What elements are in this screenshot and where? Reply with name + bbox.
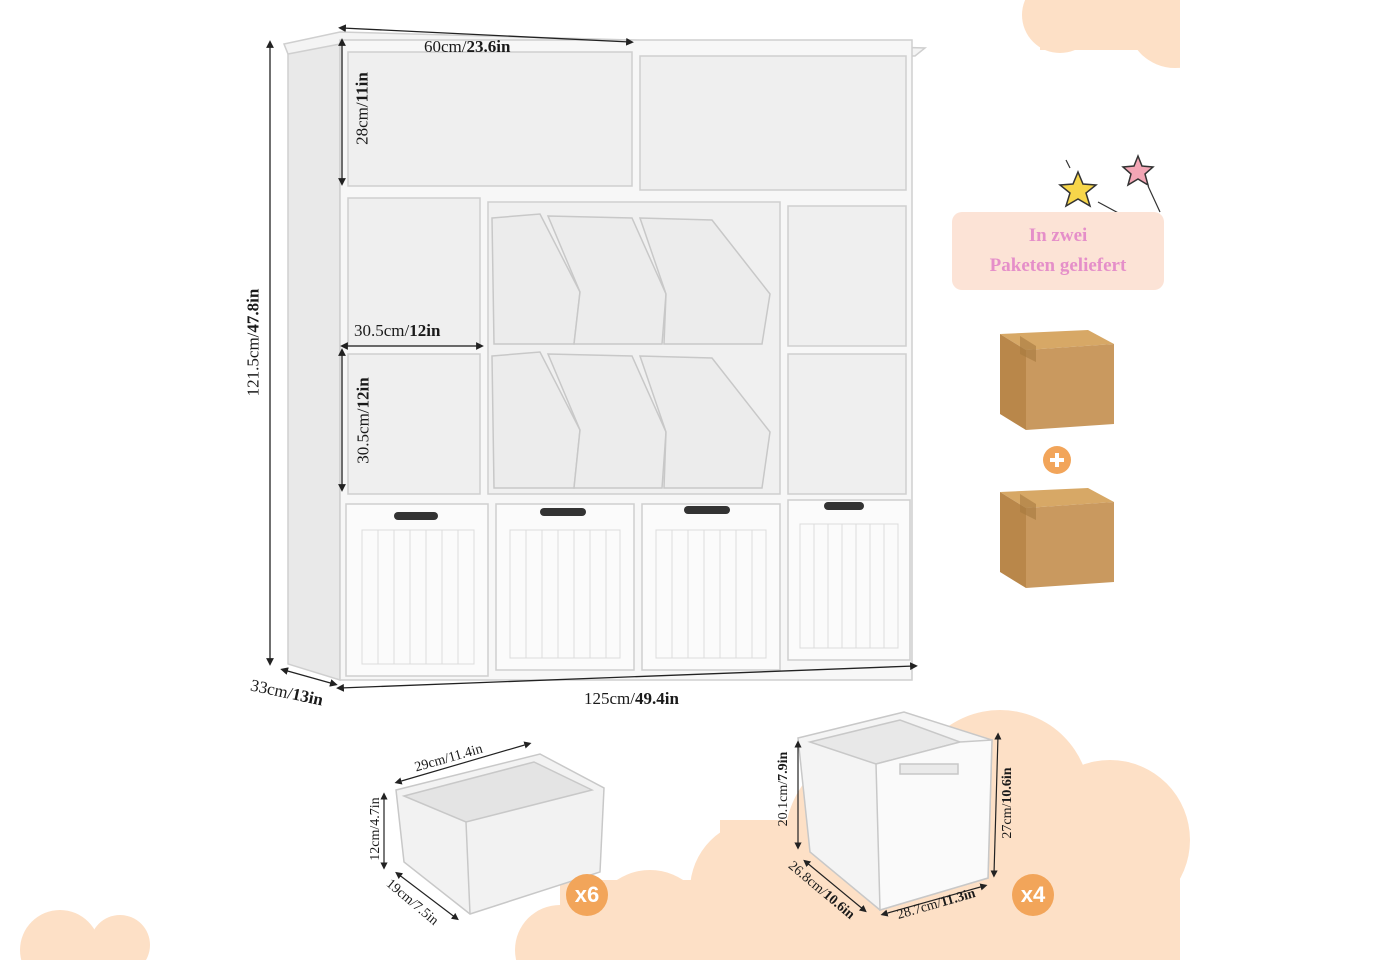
delivery-note-banner: In zwei Paketen geliefert — [952, 212, 1164, 290]
bin-quantity-badge: x6 — [566, 874, 608, 916]
cube-width-label: 30.5cm/12in — [354, 321, 441, 340]
bin-height-label: 12cm/4.7in — [368, 797, 383, 861]
shelf-bins — [491, 213, 771, 489]
cardboard-box-icon — [1000, 488, 1114, 588]
plus-icon — [1043, 446, 1071, 474]
delivery-note-line-1: In zwei — [1028, 224, 1088, 246]
drawer-dimension-lines — [794, 732, 1002, 917]
delivery-note-line-2: Paketen geliefert — [989, 255, 1127, 276]
star-icon-pink — [1121, 153, 1161, 213]
right-blank-area — [1180, 0, 1400, 960]
bin-dimension-lines — [380, 741, 532, 921]
peach-cloud-bottom-left — [20, 910, 150, 960]
dimension-lines — [266, 24, 918, 692]
drawer-quantity-badge: x4 — [1012, 874, 1054, 916]
total-height-label: 121.5cm/47.8in — [243, 288, 263, 397]
drawer-handles — [394, 502, 864, 520]
cube-height-label: 30.5cm/12in — [353, 377, 373, 464]
total-width-label: 125cm/49.4in — [584, 689, 679, 708]
drawer-inner-height-label: 20.1cm/7.9in — [776, 751, 791, 827]
top-width-label: 60cm/23.6in — [424, 37, 511, 56]
top-height-label: 28cm/11in — [352, 72, 372, 145]
drawer-outer-height-label: 27cm/10.6in — [1000, 767, 1015, 839]
cardboard-box-icon — [1000, 330, 1114, 430]
drawer-slats — [361, 523, 899, 665]
